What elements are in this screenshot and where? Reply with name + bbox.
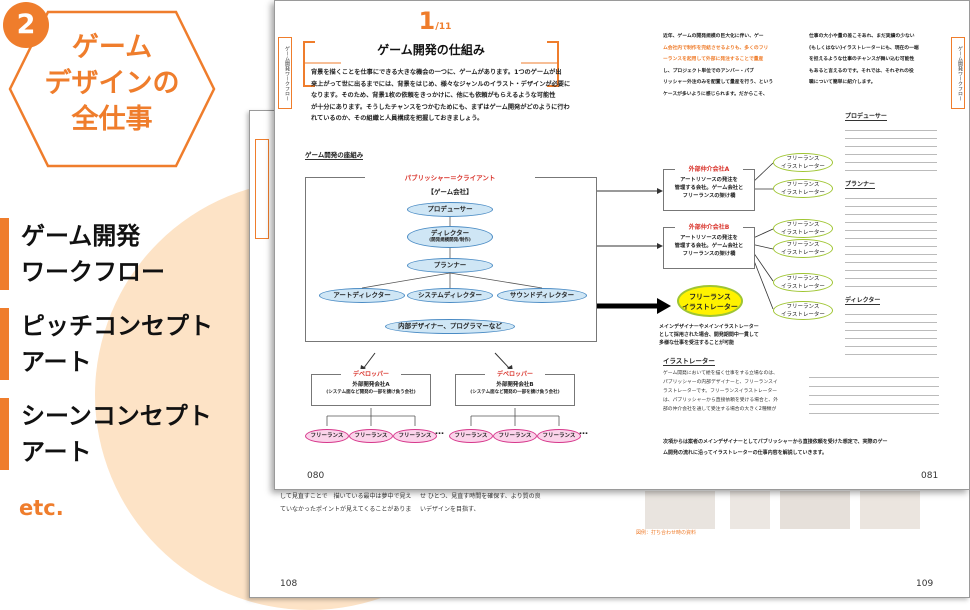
freelance-node: フリーランス — [537, 429, 581, 443]
flow-arrows — [597, 162, 774, 314]
publisher-label: パブリッシャー＝クライアント — [365, 172, 535, 182]
internal-staff-node: 内部デザイナー、プログラマーなど — [385, 319, 515, 334]
developer-a-text: 外部開発会社A(システム面など開発の一部を請け負う会社) — [326, 382, 416, 395]
director-heading: ディレクター — [845, 297, 881, 305]
freelance-illustrator-node: フリーランスイラストレーター — [773, 301, 833, 320]
developer-b-text: 外部開発会社B(システム面など開発の一部を請け負う会社) — [470, 382, 560, 395]
character-figure-image — [860, 491, 920, 529]
agent-a-desc: アートリソースの発注を管理する会社。ゲーム会社とフリーランスの架け橋 — [674, 177, 744, 199]
intro-paragraph: 背景を描くことを仕事にできる大きな機会の一つに、ゲームがあります。1つのゲームが… — [311, 69, 571, 122]
figure-caption: 図例：打ち合わせ時の資料 — [636, 530, 697, 536]
freelance-node: フリーランス — [305, 429, 349, 443]
page-number: 081 — [921, 471, 939, 481]
page-number: 080 — [307, 471, 325, 481]
agent-b-desc: アートリソースの発注を管理する会社。ゲーム会社とフリーランスの架け橋 — [674, 235, 744, 257]
front-book-spread: ゲーム開発ワークフロー ゲーム開発ワークフロー 1/11 ゲーム開発の仕組み 背… — [274, 0, 970, 490]
illustrator-text: ゲーム開発において絵を描く仕事をする立場なのは、パブリッシャーの内部デザイナーと… — [663, 371, 778, 412]
freelance-node: フリーランス — [349, 429, 393, 443]
director-node: ディレクター(開発規模開発/制作) — [407, 226, 493, 248]
developer-label: デベロッパー — [341, 369, 401, 378]
right-lower-text — [809, 369, 939, 417]
back-text-line: いデザインを目指す、 — [420, 506, 480, 513]
title-frame — [303, 41, 559, 87]
side-tab: ゲーム開発ワークフロー — [951, 37, 965, 109]
freelance-illustrator-node: フリーランスイラストレーター — [773, 179, 833, 198]
ellipsis: … — [435, 427, 444, 437]
art-director-node: アートディレクター — [319, 288, 405, 303]
agent-a-label: 外部仲介会社A — [675, 164, 743, 173]
developer-a-box — [311, 374, 431, 406]
back-text-line: ていなかったポイントが見えてくることがありま — [280, 506, 412, 513]
side-tab: ゲーム開発ワークフロー — [278, 37, 292, 109]
org-connectors — [361, 217, 543, 289]
etc-label: etc. — [19, 496, 64, 520]
section-number-badge: 2 — [3, 2, 49, 48]
director-description — [845, 307, 937, 361]
planner-description — [845, 191, 937, 289]
freelance-connectors — [326, 408, 560, 426]
system-director-node: システムディレクター — [407, 288, 493, 303]
menu-item-scene-concept-art[interactable]: シーンコンセプトアート — [0, 398, 212, 470]
freelance-node: フリーランス — [393, 429, 437, 443]
back-side-tab — [255, 139, 269, 239]
character-figure-image — [730, 491, 770, 529]
main-freelance-illustrator-node: フリーランスイラストレーター — [677, 285, 743, 317]
producer-heading: プロデューサー — [845, 113, 887, 121]
agent-b-label: 外部仲介会社B — [675, 222, 743, 231]
page-number: 108 — [280, 579, 298, 589]
freelance-illustrator-node: フリーランスイラストレーター — [773, 219, 833, 238]
agent-a-box — [663, 169, 755, 211]
freelance-illustrator-node: フリーランスイラストレーター — [773, 239, 833, 258]
chapter-number: 1/11 — [418, 7, 452, 35]
back-text-line: して見直すことで 描いている最中は夢中で見え — [280, 493, 412, 500]
ellipsis: … — [579, 427, 588, 437]
page-number: 109 — [916, 579, 934, 589]
publisher-sub-label: 【ゲーム会社】 — [427, 188, 473, 196]
illustrator-heading: イラストレーター — [663, 357, 715, 366]
freelance-illustrator-node: フリーランスイラストレーター — [773, 153, 833, 172]
hexagon-frame — [8, 10, 216, 168]
freelance-node: フリーランス — [493, 429, 537, 443]
planner-node: プランナー — [407, 258, 493, 273]
bottom-note: 次項からは案者のメインデザイナーとしてパブリッシャーから直接依頼を受けた想定で、… — [663, 439, 888, 456]
character-figure-image — [780, 491, 850, 529]
producer-node: プロデューサー — [407, 202, 493, 217]
back-text-line: せ ひとつ、見直す時間を確保す、より質の良 — [420, 493, 541, 500]
right-column-text: 近年、ゲームの開発規模の巨大化に伴い、ゲーム会社内で制作を完結させるよりも、多く… — [663, 34, 774, 97]
section-title: ゲーム デザインの 全仕事 — [44, 32, 180, 135]
developer-label: デベロッパー — [485, 369, 545, 378]
sound-director-node: サウンドディレクター — [497, 288, 587, 303]
diagram-label: ゲーム開発の座組み — [305, 151, 364, 160]
freelance-illustrator-node: フリーランスイラストレーター — [773, 273, 833, 292]
article-title: ゲーム開発の仕組み — [377, 43, 485, 57]
planner-heading: プランナー — [845, 181, 876, 189]
producer-description — [845, 123, 937, 171]
menu-item-workflow[interactable]: ゲーム開発ワークフロー — [0, 218, 165, 290]
freelance-node: フリーランス — [449, 429, 493, 443]
character-figure-image — [645, 491, 715, 529]
menu-item-pitch-concept-art[interactable]: ピッチコンセプトアート — [0, 308, 213, 380]
right-column-text: 仕事の大小や量の差こそあれ、まだ実績の少ない(もしくはない)イラストレーターにも… — [809, 34, 919, 85]
main-designer-note: メインデザイナーやメインイラストレーターとして採用された場合、開発期間中一貫して… — [659, 324, 759, 346]
